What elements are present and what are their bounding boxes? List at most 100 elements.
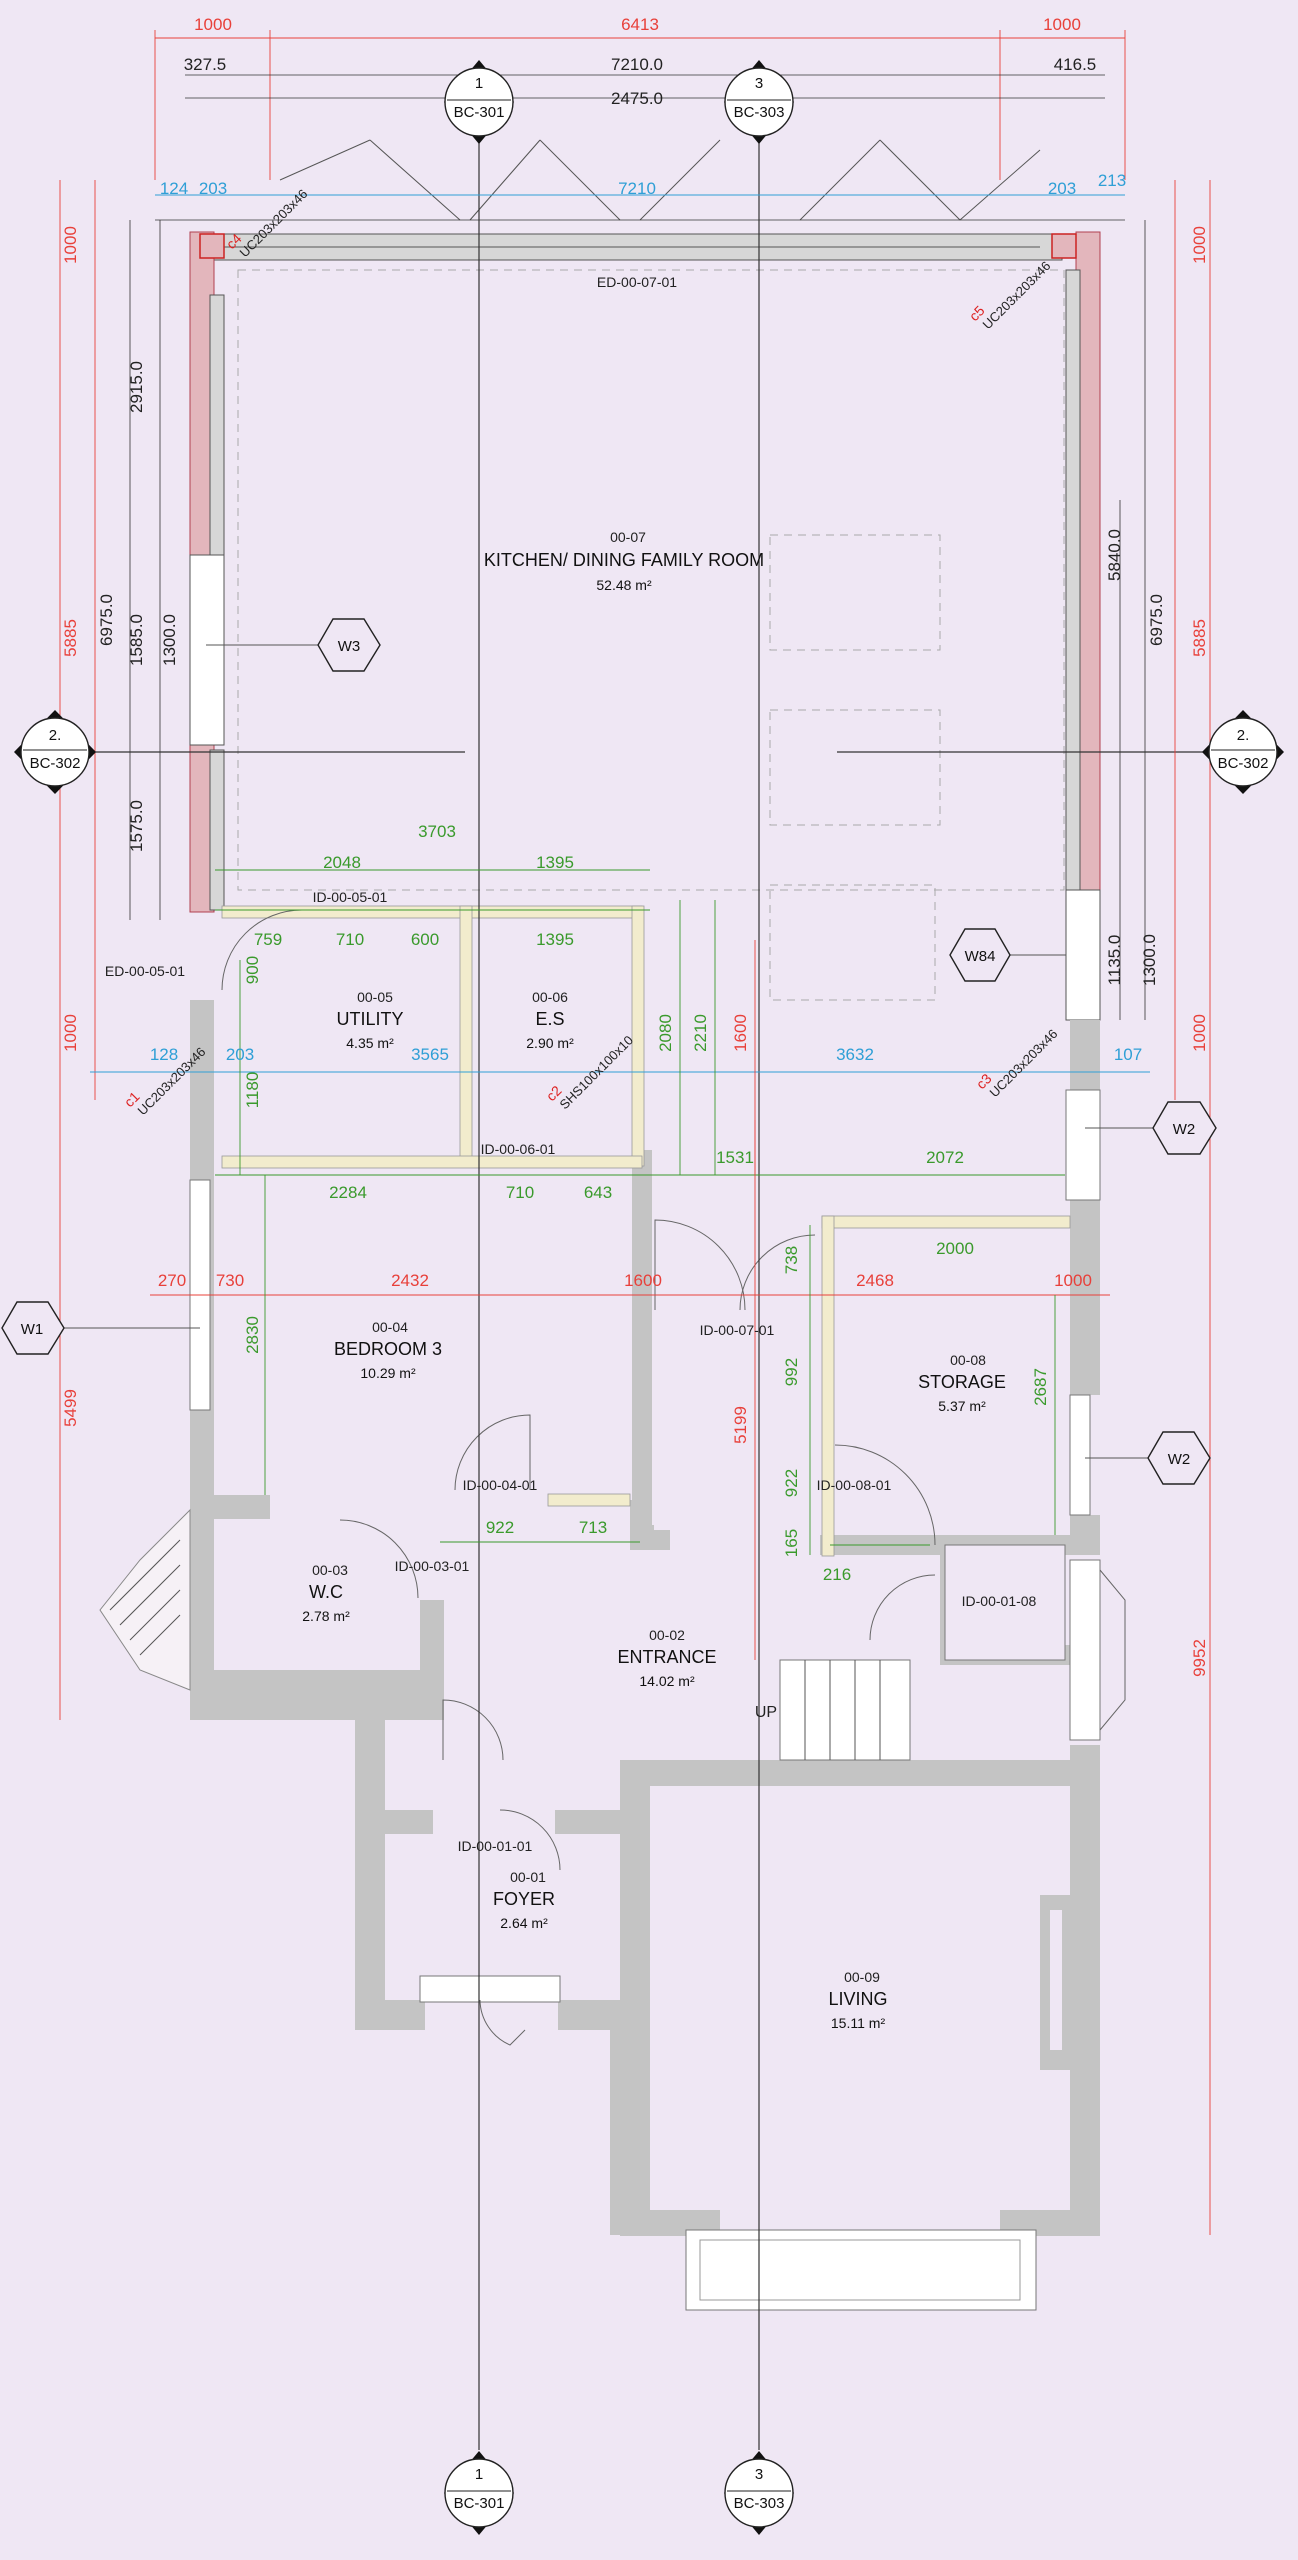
dim-759: 759 (254, 930, 282, 949)
dim-1600-h: 1600 (624, 1271, 662, 1290)
dim-top-1000-right: 1000 (1043, 15, 1081, 34)
dim-2284: 2284 (329, 1183, 367, 1202)
room-area-living: 15.11 m² (831, 2015, 886, 2031)
dim-900: 900 (243, 956, 262, 984)
window-tag-w84: W84 (965, 948, 996, 965)
dim-713: 713 (579, 1518, 607, 1537)
dim-2830: 2830 (243, 1316, 262, 1354)
dim-2468: 2468 (856, 1271, 894, 1290)
window-tag-w3: W3 (338, 638, 361, 655)
dim-3565: 3565 (411, 1045, 449, 1064)
dim-3703: 3703 (418, 822, 456, 841)
grid-bubble-3-bottom: 3 BC-303 (724, 2451, 794, 2535)
window-tag-w1: W1 (21, 1321, 44, 1338)
dim-left-1000-top: 1000 (61, 226, 80, 264)
dim-top-1000-left: 1000 (194, 15, 232, 34)
dim-203-left: 203 (199, 179, 227, 198)
dim-right-1135-0: 1135.0 (1105, 935, 1124, 986)
dim-5199: 5199 (731, 1406, 750, 1444)
dim-730: 730 (216, 1271, 244, 1290)
column-c5-size: UC203x203x46 (980, 258, 1054, 332)
room-area-wc: 2.78 m² (302, 1608, 350, 1624)
room-area-storage: 5.37 m² (938, 1398, 986, 1414)
dim-7210: 7210 (618, 179, 656, 198)
grid-3-top-number: 3 (755, 75, 763, 92)
window-tags: W3 W84 W2 W1 W2 (1, 618, 1217, 1485)
room-number-living: 00-09 (844, 1969, 880, 1985)
dim-left-1300-0: 1300.0 (160, 614, 179, 666)
grid-bubble-1-bottom: 1 BC-301 (444, 2451, 514, 2535)
grid-bubble-3-top: 3 BC-303 (724, 60, 794, 144)
grid-2-left-number: 2. (49, 727, 62, 744)
room-area-kitchen: 52.48 m² (596, 577, 652, 593)
gridlines (60, 130, 1240, 2450)
room-number-kitchen: 00-07 (610, 529, 646, 545)
dim-right-1000-top: 1000 (1190, 226, 1209, 264)
grid-1-bottom-ref: BC-301 (454, 2495, 505, 2512)
room-name-wc: W.C (309, 1582, 343, 1602)
dim-710-b: 710 (506, 1183, 534, 1202)
room-name-utility: UTILITY (336, 1009, 403, 1029)
grid-bubble-2-left: 2. BC-302 (14, 710, 96, 794)
grid-2-right-ref: BC-302 (1218, 755, 1269, 772)
dim-1180: 1180 (243, 1072, 262, 1109)
tag-id-00-06-01: ID-00-06-01 (481, 1141, 556, 1157)
dim-left-6975-0: 6975.0 (97, 594, 116, 646)
tag-id-00-01-01: ID-00-01-01 (458, 1838, 533, 1854)
room-area-es: 2.90 m² (526, 1035, 574, 1051)
room-labels: 00-07 KITCHEN/ DINING FAMILY ROOM 52.48 … (302, 529, 1006, 2031)
room-area-utility: 4.35 m² (346, 1035, 394, 1051)
dim-738: 738 (782, 1246, 801, 1274)
dim-992: 992 (782, 1358, 801, 1386)
dim-left-1575-0: 1575.0 (127, 800, 146, 852)
grid-1-top-number: 1 (475, 75, 483, 92)
dim-416-5: 416.5 (1054, 55, 1097, 74)
room-number-foyer: 00-01 (510, 1869, 546, 1885)
dim-7210-0: 7210.0 (611, 55, 663, 74)
dim-right-5840-0: 5840.0 (1105, 529, 1124, 581)
dim-right-5885: 5885 (1190, 619, 1209, 657)
dim-128: 128 (150, 1045, 178, 1064)
dim-1531: 1531 (716, 1148, 754, 1167)
dim-right-1300-0: 1300.0 (1140, 934, 1159, 986)
dim-left-2915-0: 2915.0 (127, 361, 146, 413)
tag-ed-00-05-01: ED-00-05-01 (105, 963, 185, 979)
dim-left-5499: 5499 (61, 1389, 80, 1427)
ceiling-outlines (237, 139, 1065, 1001)
dimension-lines (59, 30, 1211, 2235)
grid-2-right-number: 2. (1237, 727, 1250, 744)
tag-id-00-07-01: ID-00-07-01 (700, 1322, 775, 1338)
dim-2687: 2687 (1031, 1368, 1050, 1406)
room-area-bedroom3: 10.29 m² (360, 1365, 416, 1381)
dim-3632: 3632 (836, 1045, 874, 1064)
tag-id-00-04-01: ID-00-04-01 (463, 1477, 538, 1493)
room-number-utility: 00-05 (357, 989, 393, 1005)
grid-bubble-2-right: 2. BC-302 (1202, 710, 1284, 794)
dim-2000: 2000 (936, 1239, 974, 1258)
column-c3-size: UC203x203x46 (987, 1026, 1061, 1100)
dim-1395-a: 1395 (536, 853, 574, 872)
stair-up-label: UP (755, 1704, 777, 1721)
door-tags: ED-00-07-01 ID-00-05-01 ED-00-05-01 ID-0… (105, 274, 1037, 1854)
walls (99, 231, 1101, 2311)
dim-left-1000-mid: 1000 (61, 1014, 80, 1052)
dim-left-1585-0: 1585.0 (127, 614, 146, 666)
dim-right-6975-0: 6975.0 (1147, 594, 1166, 646)
window-tag-w2-b: W2 (1168, 1451, 1191, 1468)
room-number-es: 00-06 (532, 989, 568, 1005)
grid-bubble-1-top: 1 BC-301 (444, 60, 514, 144)
window-tag-w2-a: W2 (1173, 1121, 1196, 1138)
dim-1600-v: 1600 (731, 1014, 750, 1052)
room-area-entrance: 14.02 m² (639, 1673, 695, 1689)
dim-643: 643 (584, 1183, 612, 1202)
dim-2048: 2048 (323, 853, 361, 872)
grid-3-bottom-number: 3 (755, 2466, 763, 2483)
room-area-foyer: 2.64 m² (500, 1915, 548, 1931)
dim-2210: 2210 (691, 1014, 710, 1052)
dim-1000-storage: 1000 (1054, 1271, 1092, 1290)
dim-right-1000-mid: 1000 (1190, 1014, 1209, 1052)
room-name-foyer: FOYER (493, 1889, 555, 1909)
room-name-es: E.S (535, 1009, 564, 1029)
grid-3-top-ref: BC-303 (734, 104, 785, 121)
